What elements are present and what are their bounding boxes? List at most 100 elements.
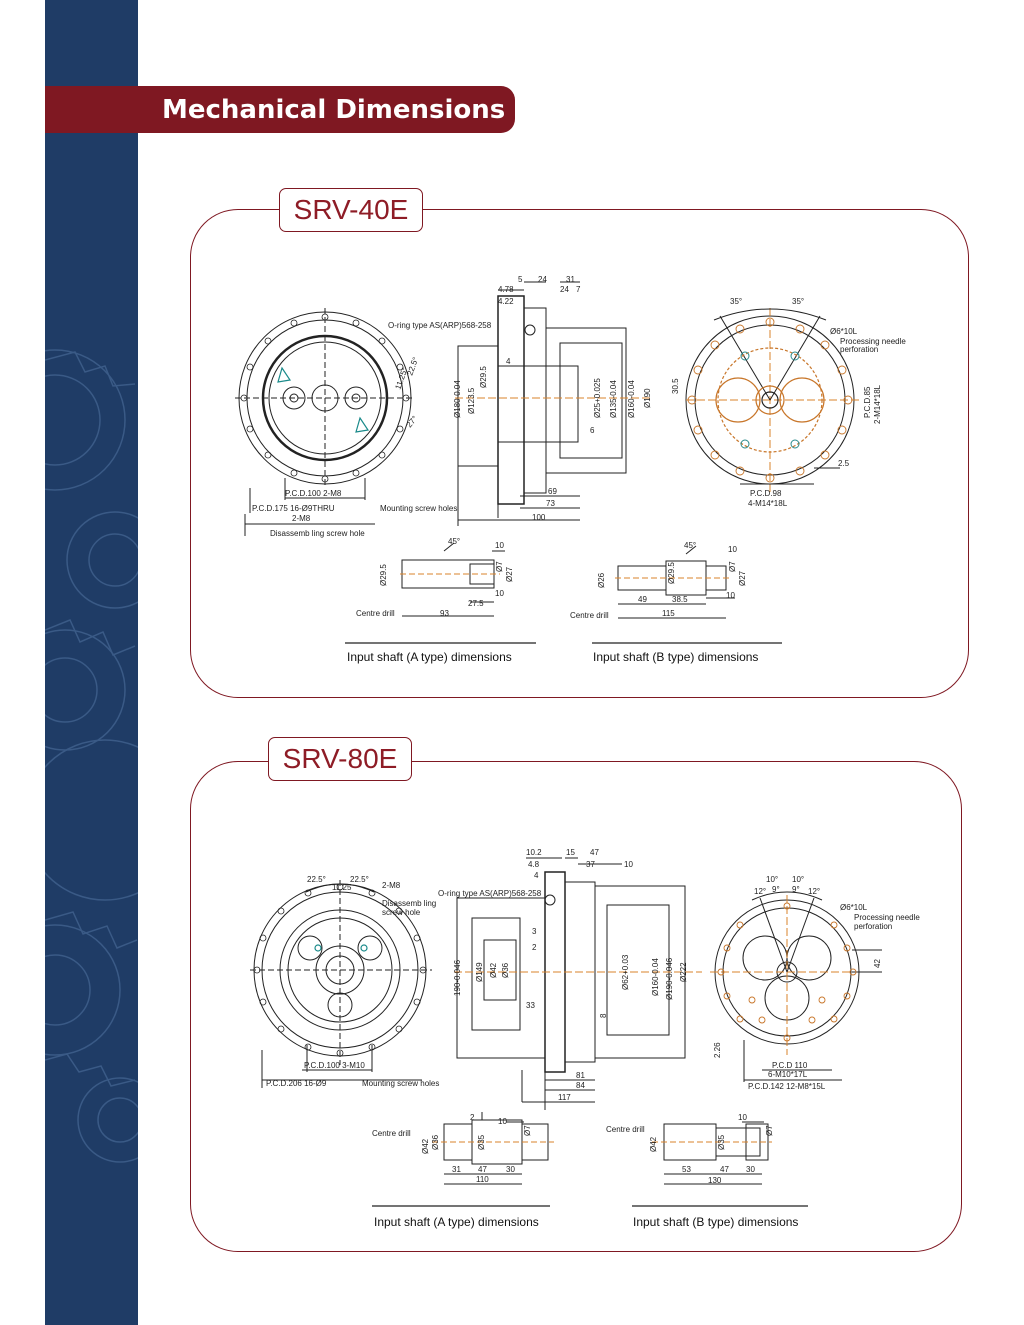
rear-teal-holes-40e (740, 351, 800, 449)
label-sb-115: 115 (662, 609, 675, 618)
label-angle-35-left: 35° (730, 297, 742, 306)
label-117: 117 (558, 1093, 571, 1102)
label-angle-10-left: 10° (766, 875, 778, 884)
label-15: 15 (566, 848, 575, 857)
label-sb-10b: 10 (726, 591, 735, 600)
label-7: 7 (576, 285, 581, 294)
label-30-5: 30.5 (671, 378, 680, 394)
label-5: 5 (518, 275, 523, 284)
label-dia222: Ø222 (679, 962, 688, 982)
label-2-5: 2.5 (838, 459, 850, 468)
label-angle-11-25: 11.25 (332, 883, 352, 892)
label-sb-dia27: Ø27 (738, 570, 747, 586)
label-2-26: 2.26 (713, 1042, 722, 1058)
label-10-2: 10.2 (526, 848, 542, 857)
label-dia190b: Ø190-0.046 (665, 957, 674, 1000)
label-8: 8 (599, 1013, 608, 1018)
label-sa-30: 30 (506, 1165, 515, 1174)
label-pcd100: P.C.D.100 2-M8 (285, 489, 342, 498)
label-31: 31 (566, 275, 575, 284)
label-sa-10b: 10 (495, 589, 504, 598)
label-sb-49: 49 (638, 595, 647, 604)
section-card-srv-40e (190, 209, 969, 698)
section-title-srv-80e: SRV-80E (268, 737, 412, 781)
label-sb-centre-drill: Centre drill (570, 611, 609, 620)
label-sa-dia27: Ø27 (505, 566, 514, 582)
label-angle-22-5-left: 22.5° (307, 875, 326, 884)
shaft-b-80e (652, 1121, 772, 1185)
caption-shaft-b: Input shaft (B type) dimensions (593, 650, 758, 664)
gear-pattern-icon (45, 349, 138, 1163)
label-dia62: Ø62+0.03 (621, 954, 630, 990)
label-sa-dia7: Ø7 (523, 1125, 532, 1136)
caption-shaft-a: Input shaft (A type) dimensions (374, 1215, 539, 1229)
label-pcd142: P.C.D.142 12-M8*15L (748, 1082, 826, 1091)
label-dia29-5: Ø29.5 (479, 366, 488, 388)
section-card-srv-80e (190, 761, 962, 1252)
label-sb-dia7: Ø7 (728, 561, 737, 572)
label-angle-10-right: 10° (792, 875, 804, 884)
label-2: 2 (532, 943, 537, 952)
label-angle-27: 27° (405, 414, 420, 429)
label-oring: O-ring type AS(ARP)568-258 (388, 321, 492, 330)
label-sa-centre-drill: Centre drill (372, 1129, 411, 1138)
front-markers-40e (277, 366, 370, 433)
label-needle-2: perforation (854, 922, 892, 931)
front-holes-80e (253, 883, 427, 1057)
label-3: 3 (532, 927, 537, 936)
label-sa-93: 93 (440, 609, 449, 618)
label-dia190: 190-0.046 (453, 959, 462, 996)
label-4-8: 4.8 (528, 860, 540, 869)
label-oring: O-ring type AS(ARP)568-258 (438, 889, 542, 898)
label-sb-dia26: Ø26 (597, 572, 606, 588)
rear-view-40e (685, 308, 860, 493)
label-sb-10: 10 (728, 545, 737, 554)
label-pcd175: P.C.D.175 16-Ø9THRU (252, 504, 335, 513)
label-4: 4 (506, 357, 511, 366)
caption-shaft-b: Input shaft (B type) dimensions (633, 1215, 798, 1229)
page-title: Mechanical Dimensions (162, 95, 506, 125)
label-angle-9-right: 9° (792, 885, 800, 894)
label-sa-45: 45° (448, 537, 460, 546)
label-sa-47: 47 (478, 1165, 487, 1174)
section-title-srv-40e: SRV-40E (279, 188, 423, 232)
label-24: 24 (538, 275, 547, 284)
drawing-srv-80e: 22.5° 22.5° 11.25 2-M8 Disassemb ling sc… (250, 848, 920, 1229)
label-dia135: Ø135-0.04 (609, 380, 618, 418)
label-33: 33 (526, 1001, 535, 1010)
label-pcd100: P.C.D.100 3-M10 (304, 1061, 365, 1070)
label-dia160: Ø160-0.04 (651, 958, 660, 996)
label-angle-22-5-right: 22.5° (350, 875, 369, 884)
label-mounting-holes: Mounting screw holes (380, 504, 457, 513)
label-dia160: Ø160-0.04 (627, 380, 636, 418)
label-sb-dia29-5: Ø29.5 (667, 562, 676, 584)
side-view-40e (455, 281, 650, 526)
label-needle-1: Processing needle (854, 913, 920, 922)
label-100: 100 (532, 513, 546, 522)
header-banner (45, 86, 515, 133)
label-4-78: 4.78 (498, 285, 514, 294)
label-sa-dia29-5: Ø29.5 (379, 564, 388, 586)
front-view-40e (235, 308, 415, 536)
label-angle-12-left: 12° (754, 887, 766, 896)
label-sb-30: 30 (746, 1165, 755, 1174)
label-dia149: Ø149 (475, 962, 484, 982)
label-dia25: Ø25+0.025 (593, 378, 602, 418)
label-73: 73 (546, 499, 555, 508)
caption-shaft-a: Input shaft (A type) dimensions (347, 650, 512, 664)
label-pcd98: P.C.D.98 (750, 489, 782, 498)
label-disassembly-2: screw hole (382, 908, 421, 917)
label-sb-130: 130 (708, 1176, 722, 1185)
label-dia123-5: Ø123.5 (467, 387, 476, 414)
label-sb-38-5: 38.5 (672, 595, 688, 604)
label-sb-45: 45° (684, 541, 696, 550)
label-81: 81 (576, 1071, 585, 1080)
label-42: 42 (873, 959, 882, 968)
label-sb-dia35: Ø35 (717, 1134, 726, 1150)
label-sb-10: 10 (738, 1113, 747, 1122)
side-view-80e (454, 857, 702, 1110)
label-needle-2: perforation (840, 345, 878, 354)
label-sb-dia42: Ø42 (649, 1136, 658, 1152)
label-10: 10 (624, 860, 633, 869)
label-dia190: Ø190 (643, 388, 652, 408)
